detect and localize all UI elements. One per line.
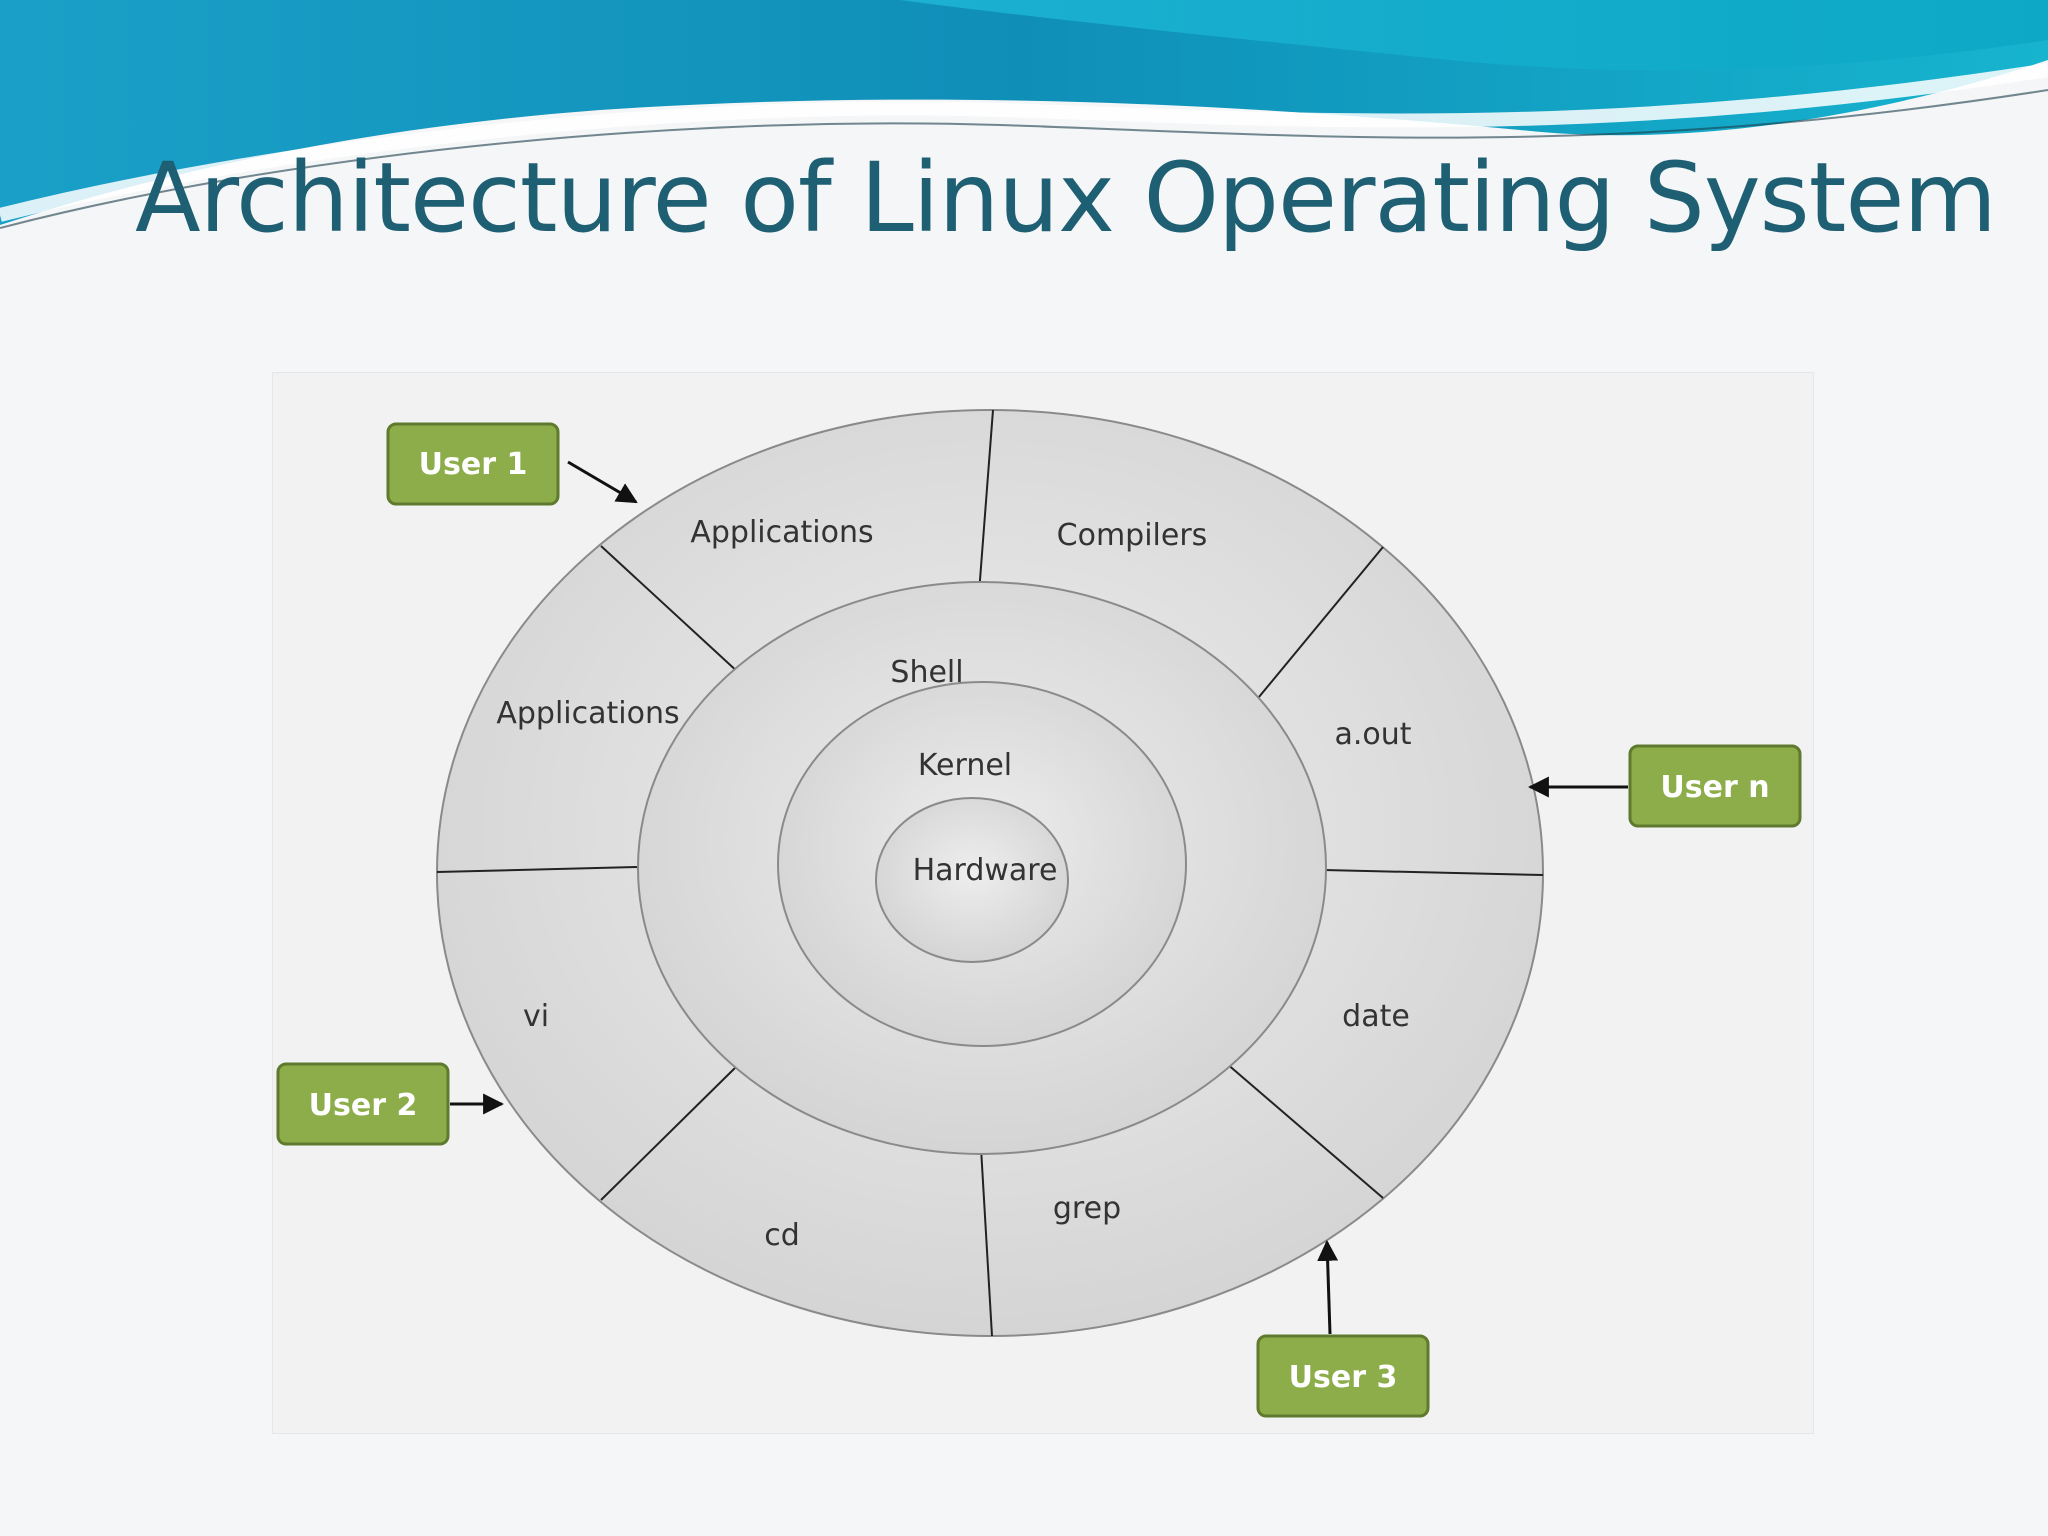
user-arrows <box>450 460 1628 1335</box>
divider-right <box>1323 869 1544 876</box>
user-box-2-label: User 2 <box>309 1088 418 1123</box>
arrow-user-3 <box>1317 1239 1339 1335</box>
divider-top <box>978 409 994 594</box>
user-box-3-label: User 3 <box>1289 1360 1398 1395</box>
user-box-3: User 3 <box>1256 1334 1430 1418</box>
arrow-user-1 <box>567 460 638 504</box>
user-box-1-label: User 1 <box>419 447 528 482</box>
user-box-n: User n <box>1628 744 1802 828</box>
segment-label-applications-left: Applications <box>496 696 679 731</box>
top-wave-highlight <box>900 0 2048 71</box>
segment-label-cd: cd <box>764 1218 800 1253</box>
slide-title: Architecture of Linux Operating System <box>135 142 1997 254</box>
divider-left <box>436 866 639 873</box>
segment-label-applications-top: Applications <box>690 515 873 550</box>
divider-top-left <box>600 545 741 675</box>
segment-label-compilers: Compilers <box>1057 518 1208 553</box>
user-box-2: User 2 <box>276 1062 450 1146</box>
user-box-n-label: User n <box>1660 770 1769 805</box>
segment-label-grep: grep <box>1053 1191 1121 1226</box>
top-wave-white-stripe <box>0 63 2048 222</box>
outer-ring-dividers <box>436 409 1544 1337</box>
hardware-core <box>875 797 1069 963</box>
segment-label-vi: vi <box>523 999 549 1034</box>
layer-label-hardware: Hardware <box>913 853 1058 888</box>
segment-label-a-out: a.out <box>1334 717 1411 752</box>
divider-bottom-left <box>600 1064 739 1201</box>
layer-label-shell: Shell <box>890 655 963 690</box>
top-wave-dark-line <box>0 89 2048 229</box>
layer-label-kernel: Kernel <box>918 748 1012 783</box>
segment-label-date: date <box>1342 999 1410 1034</box>
user-box-1: User 1 <box>386 422 560 506</box>
divider-top-right <box>1253 546 1384 704</box>
divider-bottom <box>980 1147 993 1337</box>
divider-bottom-right <box>1225 1062 1384 1199</box>
